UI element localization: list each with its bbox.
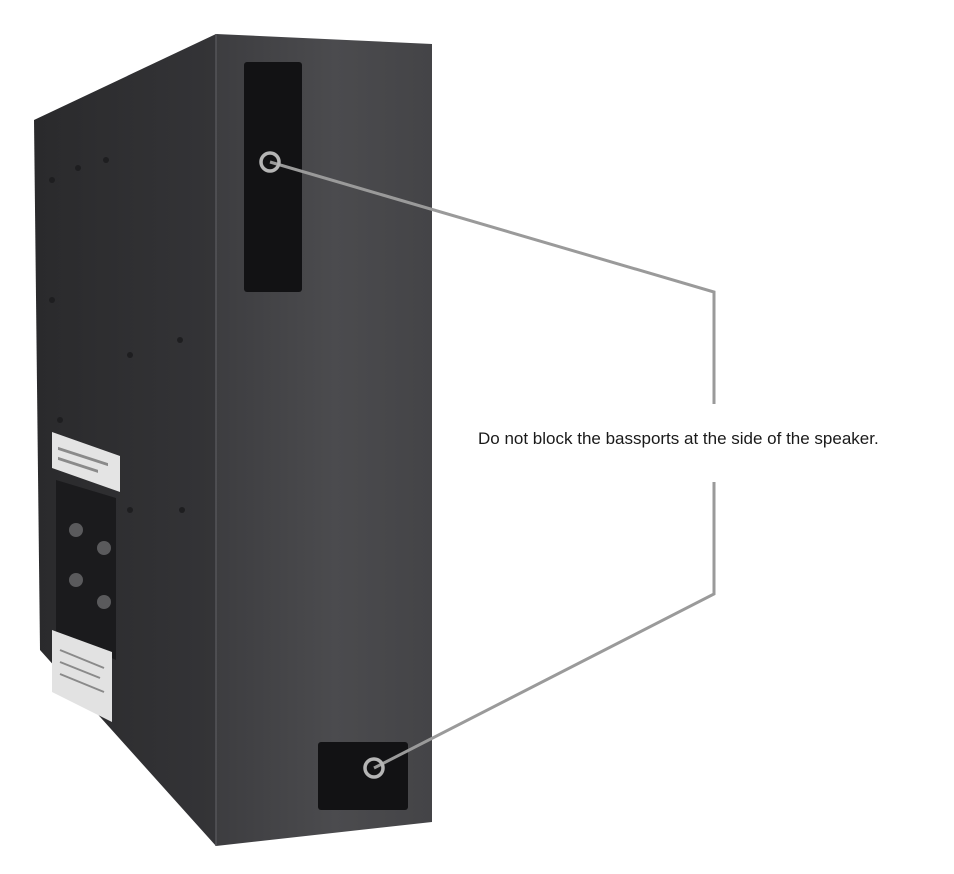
upper-port-marker-ring-icon xyxy=(259,151,281,173)
callout-caption: Do not block the bassports at the side o… xyxy=(478,429,879,448)
cabinet-back-panel xyxy=(34,34,216,846)
lower-bassport xyxy=(318,742,408,810)
upper-bassport xyxy=(244,62,302,292)
rear-connector-block xyxy=(56,480,116,660)
lower-leader-line xyxy=(373,482,716,770)
rear-label-panel xyxy=(52,432,120,492)
upper-leader-line xyxy=(269,160,716,404)
lower-port-marker-ring-icon xyxy=(363,757,385,779)
